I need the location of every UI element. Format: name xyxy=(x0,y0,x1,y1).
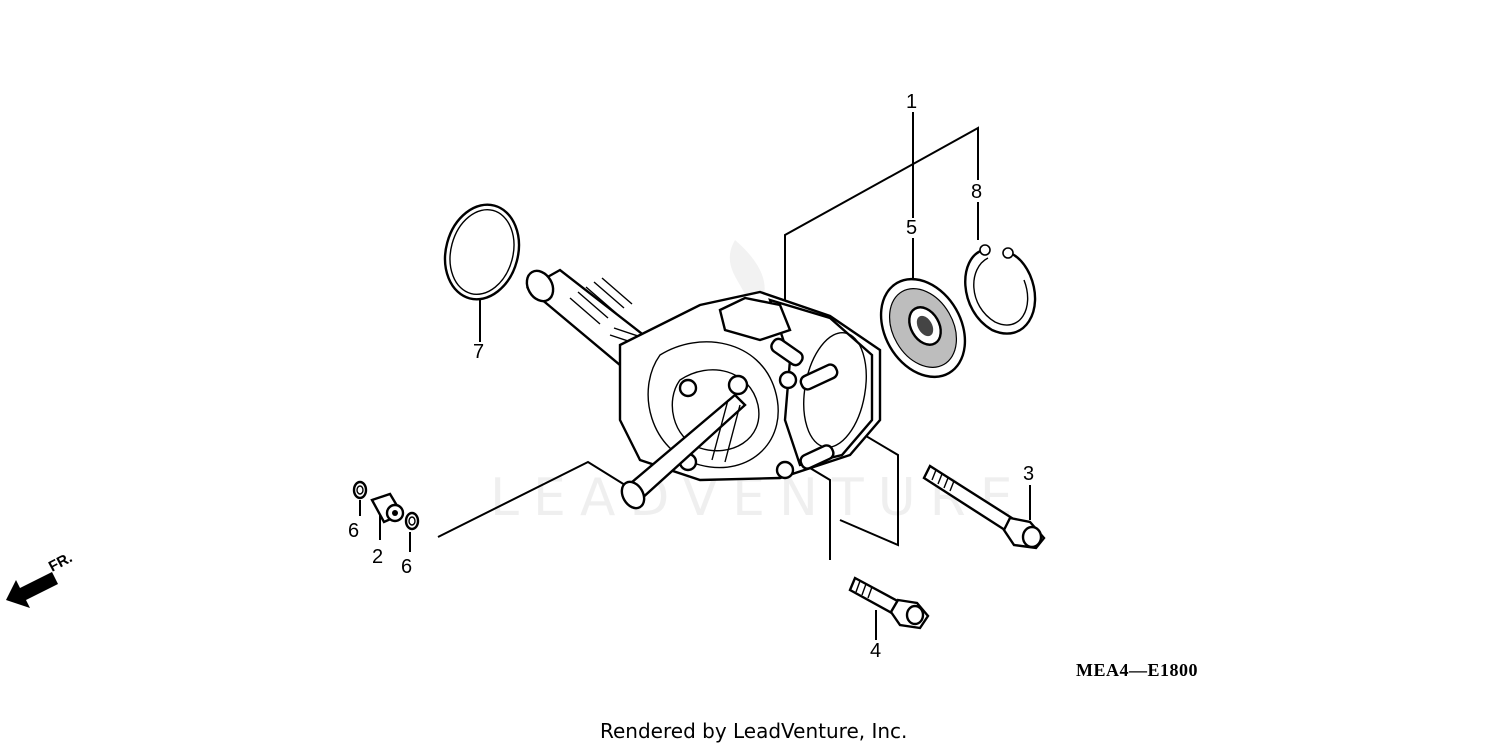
callout-3: 3 xyxy=(1023,463,1034,485)
callout-6-left: 6 xyxy=(348,520,359,542)
o-ring-7 xyxy=(443,203,521,301)
bolt-4 xyxy=(848,576,930,630)
washer-6a xyxy=(352,480,368,500)
callout-5: 5 xyxy=(906,217,917,239)
leader-lines xyxy=(359,112,1031,640)
footer-credit: Rendered by LeadVenture, Inc. xyxy=(600,719,907,743)
bearing-5 xyxy=(879,277,967,379)
washer-6b xyxy=(404,511,420,531)
front-direction-arrow: FR. xyxy=(6,549,75,608)
callout-7: 7 xyxy=(473,341,484,363)
callout-labels: 1 2 3 4 5 6 6 7 8 xyxy=(348,91,1034,662)
circlip-8 xyxy=(964,244,1037,335)
bolt-3 xyxy=(922,464,1046,550)
callout-6-right: 6 xyxy=(401,556,412,578)
direction-label: FR. xyxy=(46,549,75,575)
diagram-code: MEA4—E1800 xyxy=(1076,660,1198,680)
housing-assembly xyxy=(525,268,882,510)
callout-2: 2 xyxy=(372,546,383,568)
callout-4: 4 xyxy=(870,640,881,662)
callout-8: 8 xyxy=(971,181,982,203)
plug-2 xyxy=(370,492,405,524)
arrow-icon xyxy=(6,572,58,608)
callout-1: 1 xyxy=(906,91,917,113)
